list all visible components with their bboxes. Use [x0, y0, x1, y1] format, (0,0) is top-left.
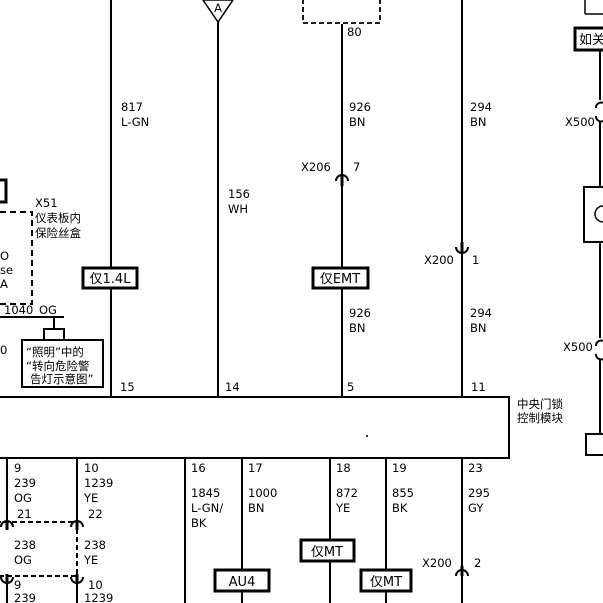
fuse-fragment-2: se	[0, 263, 13, 277]
top-right-tag: 如关	[573, 0, 603, 52]
wire-156-circuit: 156	[228, 187, 250, 201]
fuse-block: O se A X51 仪表板内 保险丝盒	[0, 178, 81, 305]
module-pin-23: 23	[468, 461, 483, 475]
wire-1000-circuit: 1000	[248, 486, 277, 500]
wire-295-circuit: 295	[468, 486, 490, 500]
wire-817-circuit: 817	[121, 100, 143, 114]
wire-926-upper-circuit: 926	[349, 100, 371, 114]
wire-1845-color-1: L-GN/	[191, 501, 223, 515]
module-pin-16: 16	[191, 461, 206, 475]
module-pin-10: 10	[84, 461, 99, 475]
reference-note-line3: 告灯示意图”	[30, 372, 93, 386]
wire-239-color: OG	[14, 491, 32, 505]
wire-294-upper-color: BN	[470, 115, 487, 129]
right-connector-x500-lower: X500	[563, 340, 593, 354]
bottom-wire-239: 239	[14, 591, 36, 603]
tag-only-mt-19: 仅MT	[359, 568, 413, 593]
og-wire-circuit: 1040	[4, 303, 33, 317]
tag-au4: AU4	[213, 568, 271, 593]
fuse-block-name-2: 保险丝盒	[35, 226, 81, 240]
connector-x200-upper: X200	[424, 253, 454, 267]
bottom-pin-9: 9	[14, 578, 21, 592]
node-a-label: A	[214, 1, 222, 15]
wire-872-circuit: 872	[336, 486, 358, 500]
module-pin-19: 19	[392, 461, 407, 475]
top-right-tag-label: 如关	[579, 32, 603, 48]
jumper-238-ye-circuit: 238	[84, 538, 106, 552]
wire-294-lower-color: BN	[470, 321, 487, 335]
wire-1845-circuit: 1845	[191, 486, 220, 500]
tag-only-mt-18: 仅MT	[299, 538, 356, 563]
wire-294-lower-circuit: 294	[470, 306, 492, 320]
right-edge-fragments: X500 X500	[563, 50, 603, 456]
jumper-harness	[0, 520, 84, 584]
module-pin-18: 18	[336, 461, 351, 475]
wire-817-color: L-GN	[121, 115, 149, 129]
jumper-pin-21: 21	[17, 507, 32, 521]
right-connector-x500-upper: X500	[565, 115, 595, 129]
wire-294-upper-circuit: 294	[470, 100, 492, 114]
fuse-fragment-1: O	[0, 249, 9, 263]
wire-926-upper-color: BN	[349, 115, 366, 129]
tag-au4-label: AU4	[229, 575, 256, 590]
module-pin-5: 5	[347, 380, 354, 394]
tag-only-emt: 仅EMT	[311, 266, 370, 290]
connector-x200-upper-symbol	[455, 242, 469, 254]
connector-x206-pin: 7	[353, 160, 360, 174]
tag-only-1-4l: 仅1.4L	[81, 266, 139, 290]
wire-1239-circuit: 1239	[84, 476, 113, 490]
tag-only-mt-18-label: 仅MT	[311, 545, 343, 560]
wire-1000-color: BN	[248, 501, 265, 515]
module-pin-17: 17	[248, 461, 263, 475]
wire-926-lower-color: BN	[349, 321, 366, 335]
fuse-block-name-1: 仪表板内	[35, 211, 81, 225]
wire-1845-color-2: BK	[191, 516, 207, 530]
connector-x206: X206	[301, 160, 331, 174]
bottom-wire-1239: 1239	[84, 591, 113, 603]
module-label-line1: 中央门锁	[517, 397, 563, 411]
reference-note-line1: “照明”中的	[26, 345, 84, 359]
jumper-238-og-color: OG	[14, 553, 32, 567]
bottom-pin-10: 10	[88, 578, 103, 592]
wire-855-color: BK	[392, 501, 408, 515]
jumper-238-og-circuit: 238	[14, 538, 36, 552]
module-pin-11: 11	[471, 380, 486, 394]
top-connector-pin: 80	[347, 25, 362, 39]
tag-only-1-4l-label: 仅1.4L	[90, 272, 132, 287]
wire-855-circuit: 855	[392, 486, 414, 500]
connector-x200-upper-pin: 1	[472, 253, 479, 267]
og-wire-color: OG	[39, 303, 57, 317]
module-pin-14: 14	[225, 380, 240, 394]
module-pin-15: 15	[120, 380, 135, 394]
connector-x206-symbol	[335, 174, 349, 186]
jumper-pin-22: 22	[88, 507, 103, 521]
wire-1239-color: YE	[83, 491, 98, 505]
central-door-lock-module: 中央门锁 控制模块	[0, 396, 563, 459]
top-dashed-box	[302, 0, 381, 24]
node-a-triangle: A	[202, 0, 234, 24]
reference-note-box: “照明”中的 “转向危险警 告灯示意图”	[21, 339, 104, 388]
jumper-238-ye-color: YE	[83, 553, 98, 567]
reference-note-line2: “转向危险警	[26, 359, 90, 373]
fuse-block-connector: X51	[35, 196, 58, 210]
wire-926-lower-circuit: 926	[349, 306, 371, 320]
wire-295-color: GY	[468, 501, 484, 515]
module-label-line2: 控制模块	[517, 411, 563, 425]
tag-only-emt-label: 仅EMT	[320, 272, 360, 287]
connector-x200-lower-symbol	[455, 566, 469, 577]
wire-156-color: WH	[228, 202, 248, 216]
connector-x200-lower-pin: 2	[474, 556, 481, 570]
wire-239-circuit: 239	[14, 476, 36, 490]
motor-symbol-fragment	[594, 205, 603, 223]
left-edge-fragment: 0	[0, 343, 7, 357]
og-wire: 1040 OG	[0, 303, 65, 340]
tag-only-mt-19-label: 仅MT	[370, 575, 402, 590]
fuse-fragment-3: A	[0, 277, 8, 291]
wire-872-color: YE	[335, 501, 350, 515]
module-pin-9: 9	[14, 461, 21, 475]
connector-x200-lower: X200	[422, 556, 452, 570]
